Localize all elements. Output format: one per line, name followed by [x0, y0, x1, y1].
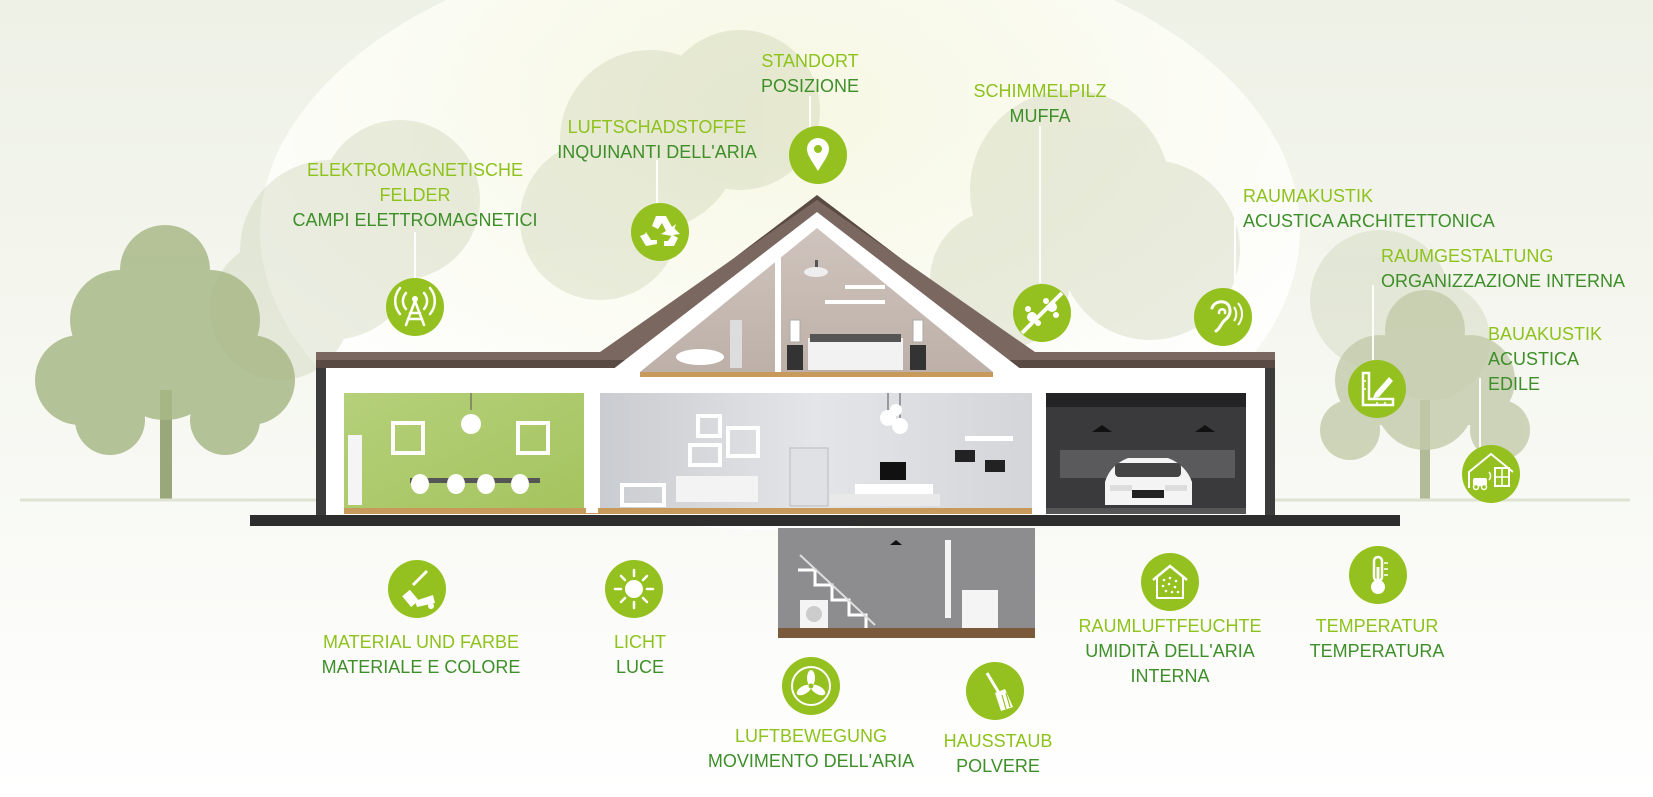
humidity-house-icon — [1141, 553, 1199, 611]
label-raumakustik: RAUMAKUSTIK ACUSTICA ARCHITETTONICA — [1243, 184, 1495, 234]
house-noise-icon — [1462, 445, 1520, 503]
label-luftschadstoffe-de: LUFTSCHADSTOFFE — [567, 117, 747, 137]
label-schimmelpilz-it: MUFFA — [1009, 106, 1071, 126]
location-pin-icon — [789, 126, 847, 184]
attic-bedroom — [640, 228, 993, 372]
label-material-it: MATERIALE E COLORE — [321, 657, 521, 677]
label-material: MATERIAL UND FARBE MATERIALE E COLORE — [322, 630, 521, 680]
label-licht: LICHT LUCE — [614, 630, 666, 680]
label-material-de: MATERIAL UND FARBE — [322, 632, 520, 652]
broom-icon — [966, 662, 1024, 720]
label-standort-de: STANDORT — [761, 51, 859, 71]
label-temperatur: TEMPERATUR TEMPERATURA — [1310, 614, 1445, 664]
label-bauakustik-it2: EDILE — [1488, 374, 1541, 394]
label-hausstaub-it: POLVERE — [956, 756, 1040, 776]
foundation — [250, 515, 1400, 526]
label-raumluftfeuchte: RAUMLUFTFEUCHTE UMIDITÀ DELL'ARIA INTERN… — [1079, 614, 1262, 689]
label-elektromagnetische-de1: ELEKTROMAGNETISCHE — [306, 160, 524, 180]
ear-icon — [1194, 288, 1252, 346]
label-luftbewegung-de: LUFTBEWEGUNG — [734, 726, 887, 746]
fan-icon — [782, 657, 840, 715]
label-licht-de: LICHT — [613, 632, 667, 652]
label-raumluftfeuchte-de: RAUMLUFTFEUCHTE — [1078, 616, 1262, 636]
label-bauakustik: BAUAKUSTIK ACUSTICA EDILE — [1488, 322, 1602, 397]
label-luftschadstoffe: LUFTSCHADSTOFFE INQUINANTI DELL'ARIA — [557, 115, 756, 165]
label-standort-it: POSIZIONE — [760, 76, 860, 96]
label-raumgestaltung-it: ORGANIZZAZIONE INTERNA — [1381, 271, 1626, 291]
label-raumluftfeuchte-it1: UMIDITÀ DELL'ARIA — [1085, 641, 1255, 661]
label-bauakustik-de: BAUAKUSTIK — [1488, 324, 1603, 344]
label-hausstaub: HAUSSTAUB POLVERE — [944, 729, 1053, 779]
label-raumgestaltung-de: RAUMGESTALTUNG — [1381, 246, 1554, 266]
house-cross-section — [250, 195, 1400, 638]
label-elektromagnetische-de2: FELDER — [379, 185, 451, 205]
label-raumluftfeuchte-it2: INTERNA — [1130, 666, 1210, 686]
sun-icon — [605, 560, 663, 618]
label-luftbewegung-it: MOVIMENTO DELL'ARIA — [707, 751, 915, 771]
connector-lines — [414, 96, 1481, 450]
recycle-icon — [631, 203, 689, 261]
label-raumakustik-de: RAUMAKUSTIK — [1243, 186, 1374, 206]
label-schimmelpilz-de: SCHIMMELPILZ — [973, 81, 1107, 101]
left-tree — [35, 225, 295, 500]
label-luftschadstoffe-it: INQUINANTI DELL'ARIA — [557, 142, 757, 162]
label-raumakustik-it: ACUSTICA ARCHITETTONICA — [1243, 211, 1495, 231]
label-temperatur-de: TEMPERATUR — [1315, 616, 1439, 636]
car — [1105, 458, 1192, 505]
label-elektromagnetische: ELEKTROMAGNETISCHE FELDER CAMPI ELETTROM… — [292, 158, 537, 233]
ruler-pencil-icon — [1348, 360, 1406, 418]
label-standort: STANDORT POSIZIONE — [761, 49, 859, 99]
paint-tools-icon — [388, 560, 446, 618]
label-raumgestaltung: RAUMGESTALTUNG ORGANIZZAZIONE INTERNA — [1381, 244, 1625, 294]
mold-crossed-icon — [1013, 284, 1071, 342]
antenna-tower-icon — [386, 278, 444, 336]
label-temperatur-it: TEMPERATURA — [1309, 641, 1445, 661]
label-elektromagnetische-it: CAMPI ELETTROMAGNETICI — [292, 210, 538, 230]
label-schimmelpilz: SCHIMMELPILZ MUFFA — [973, 79, 1106, 129]
label-hausstaub-de: HAUSSTAUB — [943, 731, 1053, 751]
label-licht-it: LUCE — [615, 657, 665, 677]
thermometer-icon — [1349, 546, 1407, 604]
label-luftbewegung: LUFTBEWEGUNG MOVIMENTO DELL'ARIA — [708, 724, 914, 774]
label-bauakustik-it1: ACUSTICA — [1488, 349, 1580, 369]
